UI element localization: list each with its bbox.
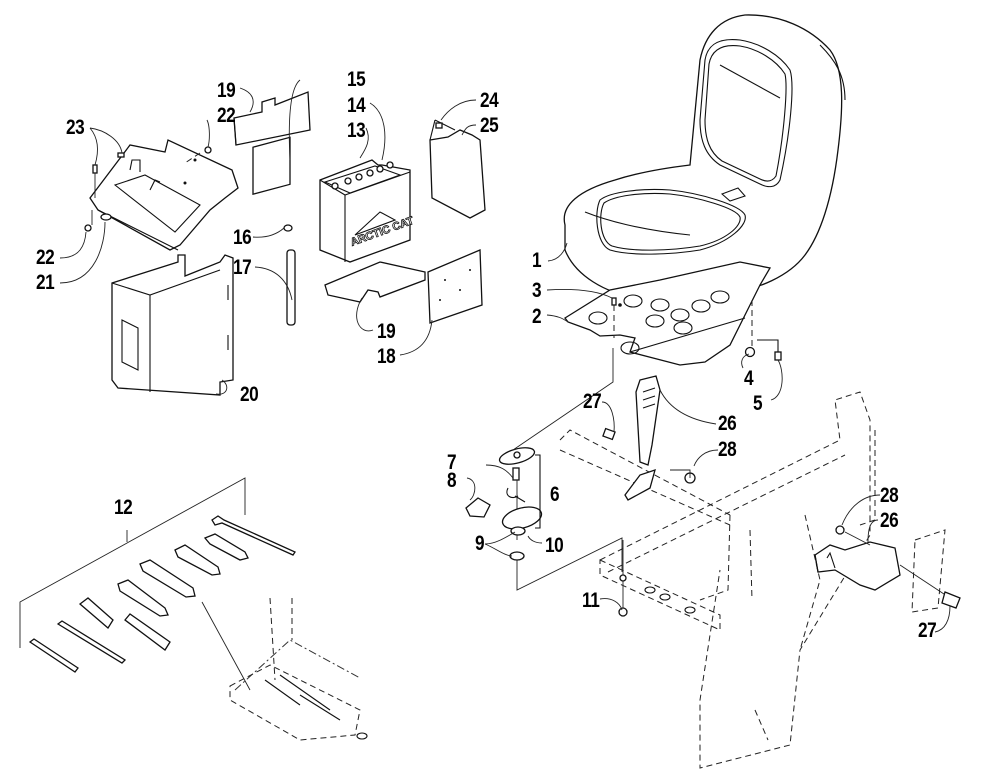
callout-6[interactable]: 6 <box>550 483 560 506</box>
callout-7[interactable]: 7 <box>447 451 457 474</box>
callout-19-top[interactable]: 19 <box>217 79 236 102</box>
seat-belt-retractor[interactable] <box>814 525 961 609</box>
callout-21[interactable]: 21 <box>36 271 55 294</box>
seat-screw[interactable] <box>611 297 617 338</box>
battery-label[interactable] <box>252 136 291 196</box>
callout-27-buckle[interactable]: 27 <box>583 390 602 413</box>
callout-26-retractor[interactable]: 26 <box>880 509 899 532</box>
callout-25[interactable]: 25 <box>480 114 499 137</box>
callout-16[interactable]: 16 <box>233 226 252 249</box>
callout-20[interactable]: 20 <box>240 383 259 406</box>
callout-26-buckle[interactable]: 26 <box>718 412 737 435</box>
callout-5[interactable]: 5 <box>753 392 763 415</box>
tray-fasteners[interactable] <box>84 146 212 232</box>
lock-nut[interactable] <box>618 540 628 617</box>
battery-pad-plate[interactable] <box>427 249 483 324</box>
battery-cover[interactable] <box>429 119 486 219</box>
callout-15[interactable]: 15 <box>347 68 366 91</box>
battery-box[interactable] <box>111 254 234 396</box>
nut-and-bolt[interactable] <box>744 300 782 361</box>
foam-pad-top[interactable] <box>233 91 311 146</box>
callout-22-top[interactable]: 22 <box>217 104 236 127</box>
callout-12[interactable]: 12 <box>114 496 133 519</box>
battery[interactable]: ARCTIC CAT <box>319 159 416 263</box>
vent-tube[interactable] <box>283 224 296 326</box>
callout-28-buckle[interactable]: 28 <box>718 438 737 461</box>
callout-2[interactable]: 2 <box>532 305 542 328</box>
seat-latch-assembly[interactable] <box>465 348 623 591</box>
callout-1[interactable]: 1 <box>532 249 542 272</box>
seat-base-plate[interactable] <box>564 261 772 366</box>
callout-24[interactable]: 24 <box>480 89 499 112</box>
vehicle-frame <box>559 391 946 769</box>
callout-3[interactable]: 3 <box>532 279 542 302</box>
battery-tray[interactable] <box>89 139 239 251</box>
callout-23[interactable]: 23 <box>66 116 85 139</box>
foam-pad-bottom[interactable] <box>324 261 426 303</box>
callout-8[interactable]: 8 <box>447 469 457 492</box>
callout-18[interactable]: 18 <box>377 345 396 368</box>
tool-kit[interactable] <box>19 477 368 741</box>
callout-13[interactable]: 13 <box>347 119 366 142</box>
callout-14[interactable]: 14 <box>347 94 366 117</box>
callout-9[interactable]: 9 <box>475 532 485 555</box>
callout-10[interactable]: 10 <box>545 534 564 557</box>
callout-28-retractor[interactable]: 28 <box>880 484 899 507</box>
callout-19-bottom[interactable]: 19 <box>377 320 396 343</box>
callout-17[interactable]: 17 <box>233 256 252 279</box>
callout-22-bottom[interactable]: 22 <box>36 246 55 269</box>
leader-lines <box>59 79 951 633</box>
callout-4[interactable]: 4 <box>744 367 754 390</box>
callout-27-retractor[interactable]: 27 <box>918 619 937 642</box>
callout-11[interactable]: 11 <box>582 589 600 612</box>
seat[interactable] <box>563 14 846 300</box>
seat-belt-buckle[interactable] <box>602 375 696 501</box>
